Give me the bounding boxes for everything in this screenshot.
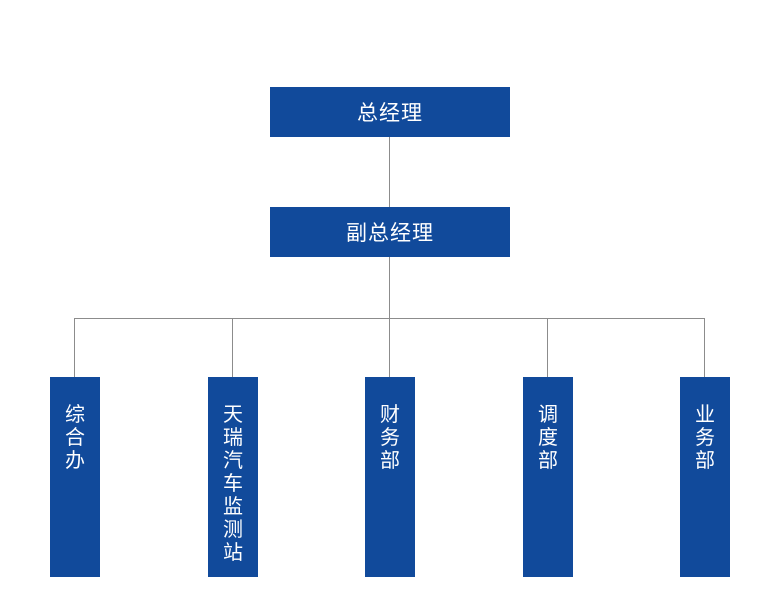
node-dept-business-label: 业务部: [695, 402, 715, 472]
node-dept-tianrui-vehicle-inspection-label: 天瑞汽车监测站: [223, 402, 243, 564]
node-general-manager: 总经理: [270, 87, 510, 137]
node-deputy-general-manager-label: 副总经理: [346, 221, 434, 245]
node-dept-dispatch-label: 调度部: [538, 402, 558, 472]
node-deputy-general-manager: 副总经理: [270, 207, 510, 257]
node-general-manager-label: 总经理: [357, 101, 423, 125]
node-dept-general-office-label: 综合办: [65, 402, 85, 472]
node-dept-dispatch: 调度部: [523, 377, 573, 577]
node-dept-general-office: 综合办: [50, 377, 100, 577]
node-dept-tianrui-vehicle-inspection: 天瑞汽车监测站: [208, 377, 258, 577]
node-dept-finance: 财务部: [365, 377, 415, 577]
node-dept-business: 业务部: [680, 377, 730, 577]
node-dept-finance-label: 财务部: [380, 402, 400, 472]
